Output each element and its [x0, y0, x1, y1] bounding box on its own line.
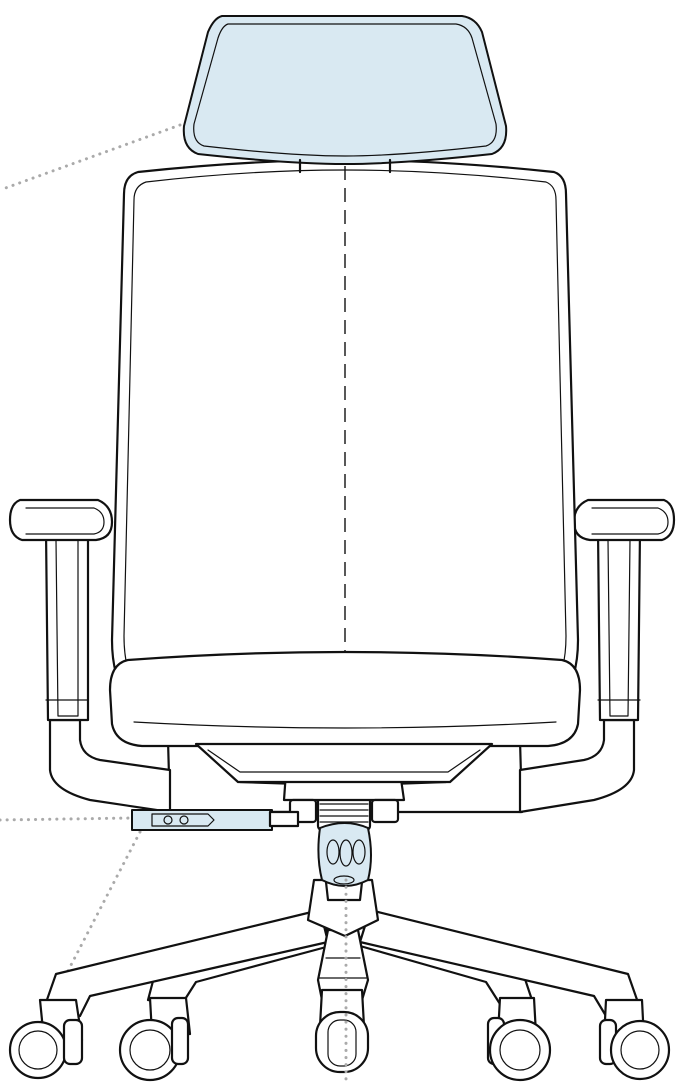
caster-center [314, 988, 370, 1074]
armrest-left [8, 498, 172, 814]
seat-cushion [108, 650, 582, 784]
seat-depth-lever [131, 809, 300, 831]
backrest [110, 158, 580, 702]
caster-far-left [8, 998, 84, 1080]
caster-leader [26, 830, 142, 1050]
caster-left [118, 996, 192, 1082]
lever-leader [0, 816, 134, 822]
headrest [182, 15, 508, 174]
caster-right [486, 996, 552, 1082]
caster-far-right [598, 998, 671, 1081]
chair-base [40, 878, 644, 1018]
gas-lift-adjuster [317, 822, 372, 887]
